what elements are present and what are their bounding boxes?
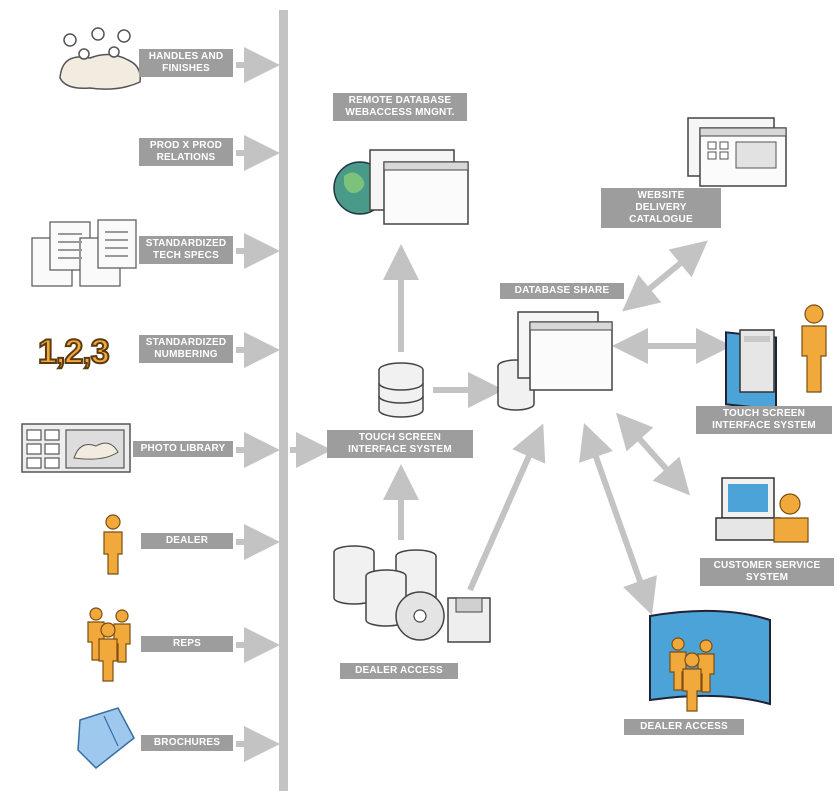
label-line: INTERFACE SYSTEM xyxy=(712,420,816,431)
label-brochures: BROCHURES xyxy=(141,735,233,751)
person-icon xyxy=(103,514,123,575)
arrow-share-website xyxy=(622,240,708,312)
kiosk-icon xyxy=(725,329,777,411)
input-arrows xyxy=(236,47,732,762)
label-line: FINISHES xyxy=(162,63,210,74)
label-line: STANDARDIZED xyxy=(145,238,227,249)
label-line: TOUCH SCREEN xyxy=(358,432,442,443)
label-database-share: DATABASE SHARE xyxy=(500,283,624,299)
arrow-share-customer xyxy=(616,412,690,496)
brochure-icon xyxy=(77,707,135,770)
numbering-glyph: 1,2,3 xyxy=(37,332,111,372)
label-dealer-access-center: DEALER ACCESS xyxy=(340,663,458,679)
photo-library-icon xyxy=(21,423,131,473)
label-line: PROD X PROD xyxy=(149,140,223,151)
label-touch-screen-right: TOUCH SCREEN INTERFACE SYSTEM xyxy=(696,406,832,434)
label-reps: REPS xyxy=(141,636,233,652)
remote-database-icon xyxy=(333,149,469,225)
label-line: CUSTOMER SERVICE xyxy=(713,560,821,571)
label-line: REMOTE DATABASE xyxy=(348,95,452,106)
database-icon xyxy=(378,362,424,418)
faucet-icon xyxy=(59,27,141,90)
label-website-catalogue: WEBSITE DELIVERY CATALOGUE xyxy=(601,188,721,228)
label-line: RELATIONS xyxy=(156,152,216,163)
arrow-dealer-to-share xyxy=(467,423,546,592)
label-line: DELIVERY CATALOGUE xyxy=(629,202,693,225)
label-line: INTERFACE SYSTEM xyxy=(348,444,452,455)
group-icon xyxy=(87,607,131,682)
label-handles-finishes: HANDLES AND FINISHES xyxy=(139,49,233,77)
label-line: STANDARDIZED xyxy=(145,337,227,348)
label-photo-library: PHOTO LIBRARY xyxy=(133,441,233,457)
label-line: TECH SPECS xyxy=(153,250,219,261)
label-line: WEBACCESS MNGNT. xyxy=(345,107,455,118)
label-line: TOUCH SCREEN xyxy=(722,408,806,419)
website-icon xyxy=(687,117,787,187)
dealer-access-media-icon xyxy=(333,545,491,643)
label-line: HANDLES AND xyxy=(148,51,224,62)
label-customer-service: CUSTOMER SERVICE SYSTEM xyxy=(700,558,834,586)
label-dealer-access-right: DEALER ACCESS xyxy=(624,719,744,735)
label-remote-database: REMOTE DATABASE WEBACCESS MNGNT. xyxy=(333,93,467,121)
label-numbering: STANDARDIZED NUMBERING xyxy=(139,335,233,363)
documents-icon xyxy=(31,219,137,287)
customer-service-icon xyxy=(715,477,809,543)
arrow-share-dealer xyxy=(579,423,657,615)
person-icon xyxy=(801,304,827,393)
label-line: WEBSITE xyxy=(637,190,685,201)
vertical-bus xyxy=(279,10,288,791)
database-share-icon xyxy=(497,311,613,411)
label-line: NUMBERING xyxy=(154,349,218,360)
label-tech-specs: STANDARDIZED TECH SPECS xyxy=(139,236,233,264)
label-prodx-relations: PROD X PROD RELATIONS xyxy=(139,138,233,166)
label-touch-screen-center: TOUCH SCREEN INTERFACE SYSTEM xyxy=(327,430,473,458)
dealer-screen-icon xyxy=(649,609,771,712)
label-line: SYSTEM xyxy=(745,572,789,583)
label-dealer: DEALER xyxy=(141,533,233,549)
